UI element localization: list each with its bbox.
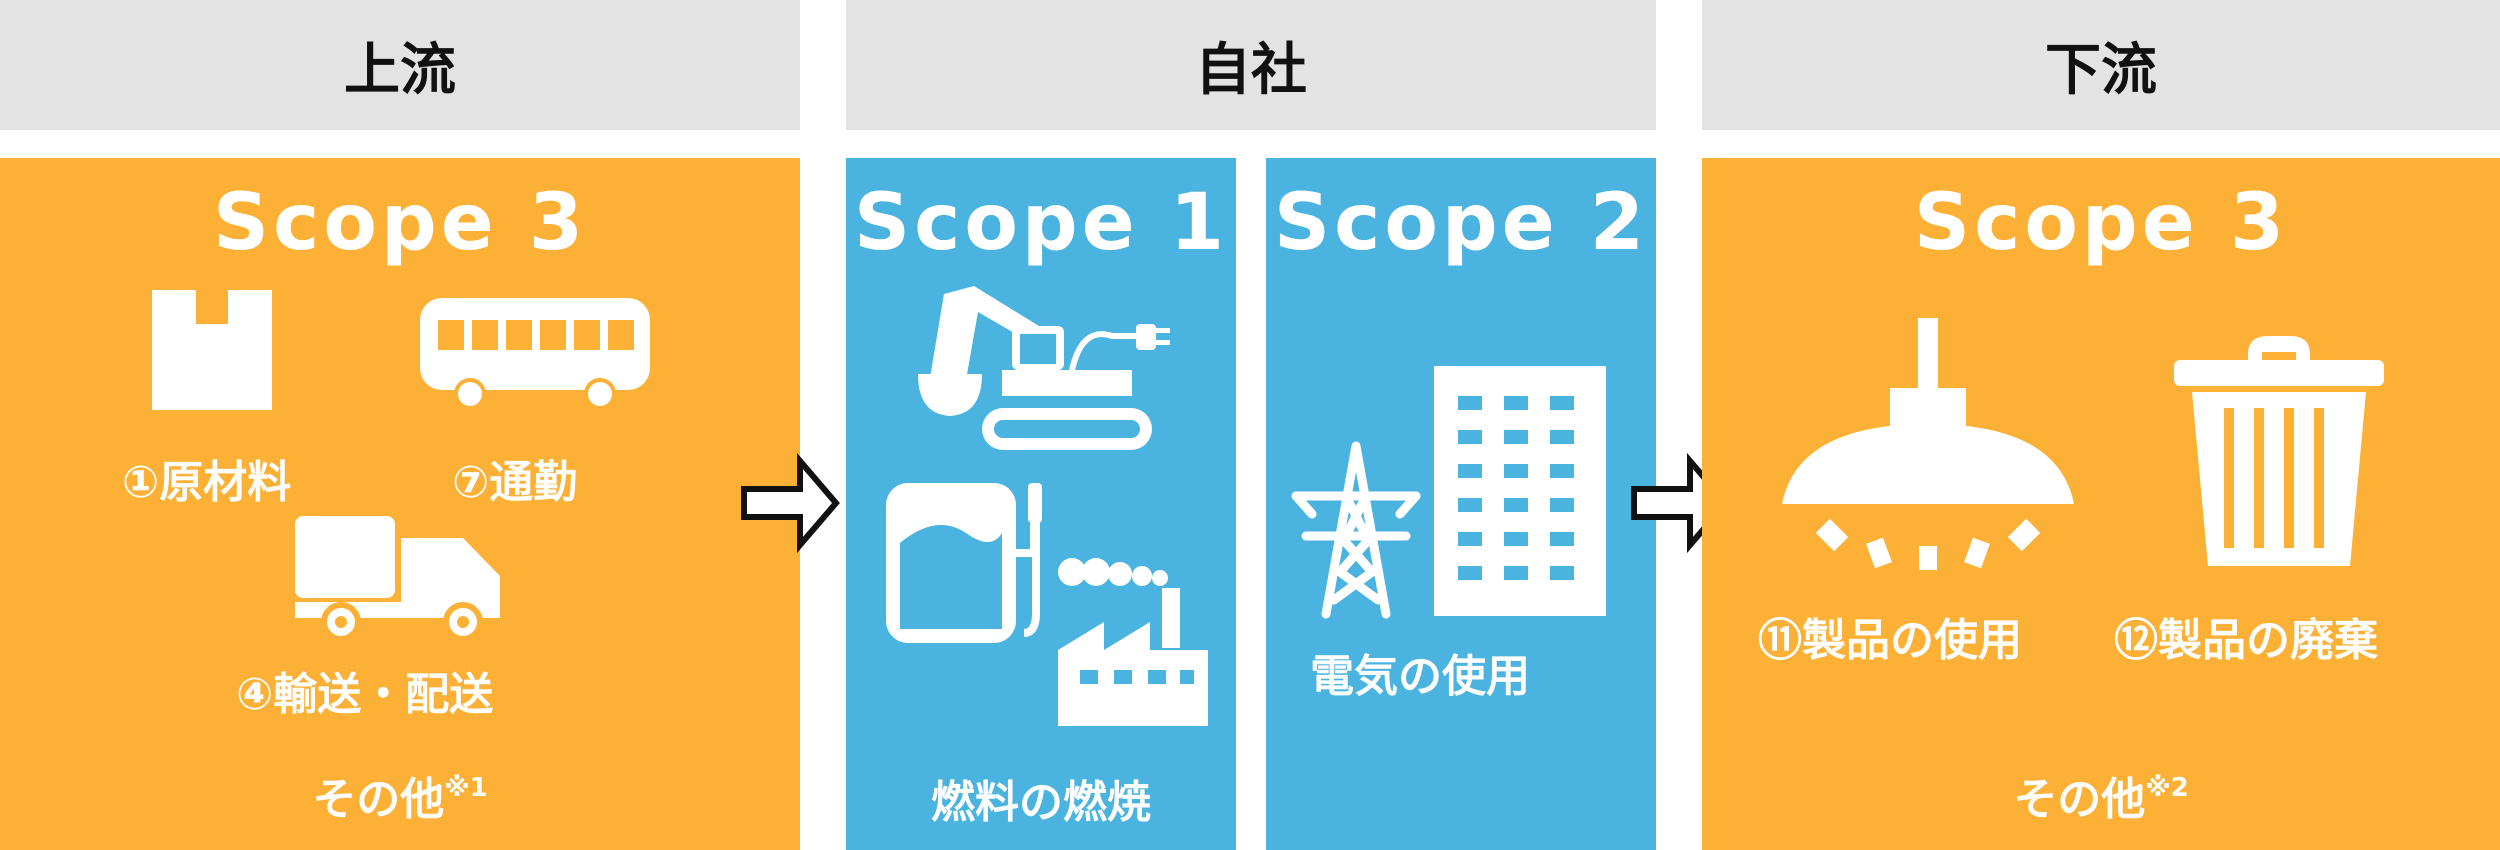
power-tower-icon: [1291, 441, 1421, 619]
trash-can-icon: [2174, 336, 2384, 566]
excavator-icon: [918, 286, 1170, 450]
label-raw-materials: ①原材料: [122, 457, 292, 508]
other-label: その他: [2013, 774, 2146, 825]
other-note: ※1: [444, 773, 488, 803]
panel-scope2: Scope 2 電気の使用: [1266, 158, 1656, 850]
building-icon: [1434, 366, 1606, 616]
other-downstream: その他※2: [1702, 763, 2500, 827]
label-fuel-combustion: 燃料の燃焼: [931, 777, 1151, 828]
scope-title: Scope 2: [1273, 178, 1649, 268]
label-product-use: ⑪製品の使用: [1758, 615, 2022, 666]
scope-title: Scope 1: [853, 178, 1229, 268]
scope-title: Scope 3: [1913, 178, 2289, 268]
bus-icon: [420, 298, 650, 410]
header-upstream: 上流: [0, 0, 800, 130]
panel-upstream-scope3: Scope 3 ①原材料 ⑦通勤 ④輸送・配送 その他※1: [0, 158, 800, 850]
other-label: その他: [312, 774, 445, 825]
header-downstream: 下流: [1702, 0, 2500, 130]
label-transport: ④輸送・配送: [236, 669, 494, 720]
label-electricity-use: 電気の使用: [1310, 651, 1530, 702]
label-commute: ⑦通勤: [452, 457, 578, 508]
panel-downstream-scope3: Scope 3 ⑪製品の使用 ⑫製品の廃棄 その他※2: [1702, 158, 2500, 850]
box-icon: [152, 290, 272, 410]
fuel-pump-icon: [886, 483, 1042, 643]
other-upstream: その他※1: [0, 763, 800, 827]
other-note: ※2: [2145, 773, 2189, 803]
truck-icon: [295, 516, 500, 642]
panel-scope1: Scope 1 燃料の燃焼: [846, 158, 1236, 850]
arrow-right-icon: [741, 452, 840, 554]
scope-title: Scope 3: [212, 178, 588, 268]
factory-icon: [1058, 558, 1208, 726]
lamp-icon: [1782, 318, 2074, 570]
label-product-disposal: ⑫製品の廃棄: [2114, 615, 2378, 666]
header-company: 自社: [846, 0, 1656, 130]
